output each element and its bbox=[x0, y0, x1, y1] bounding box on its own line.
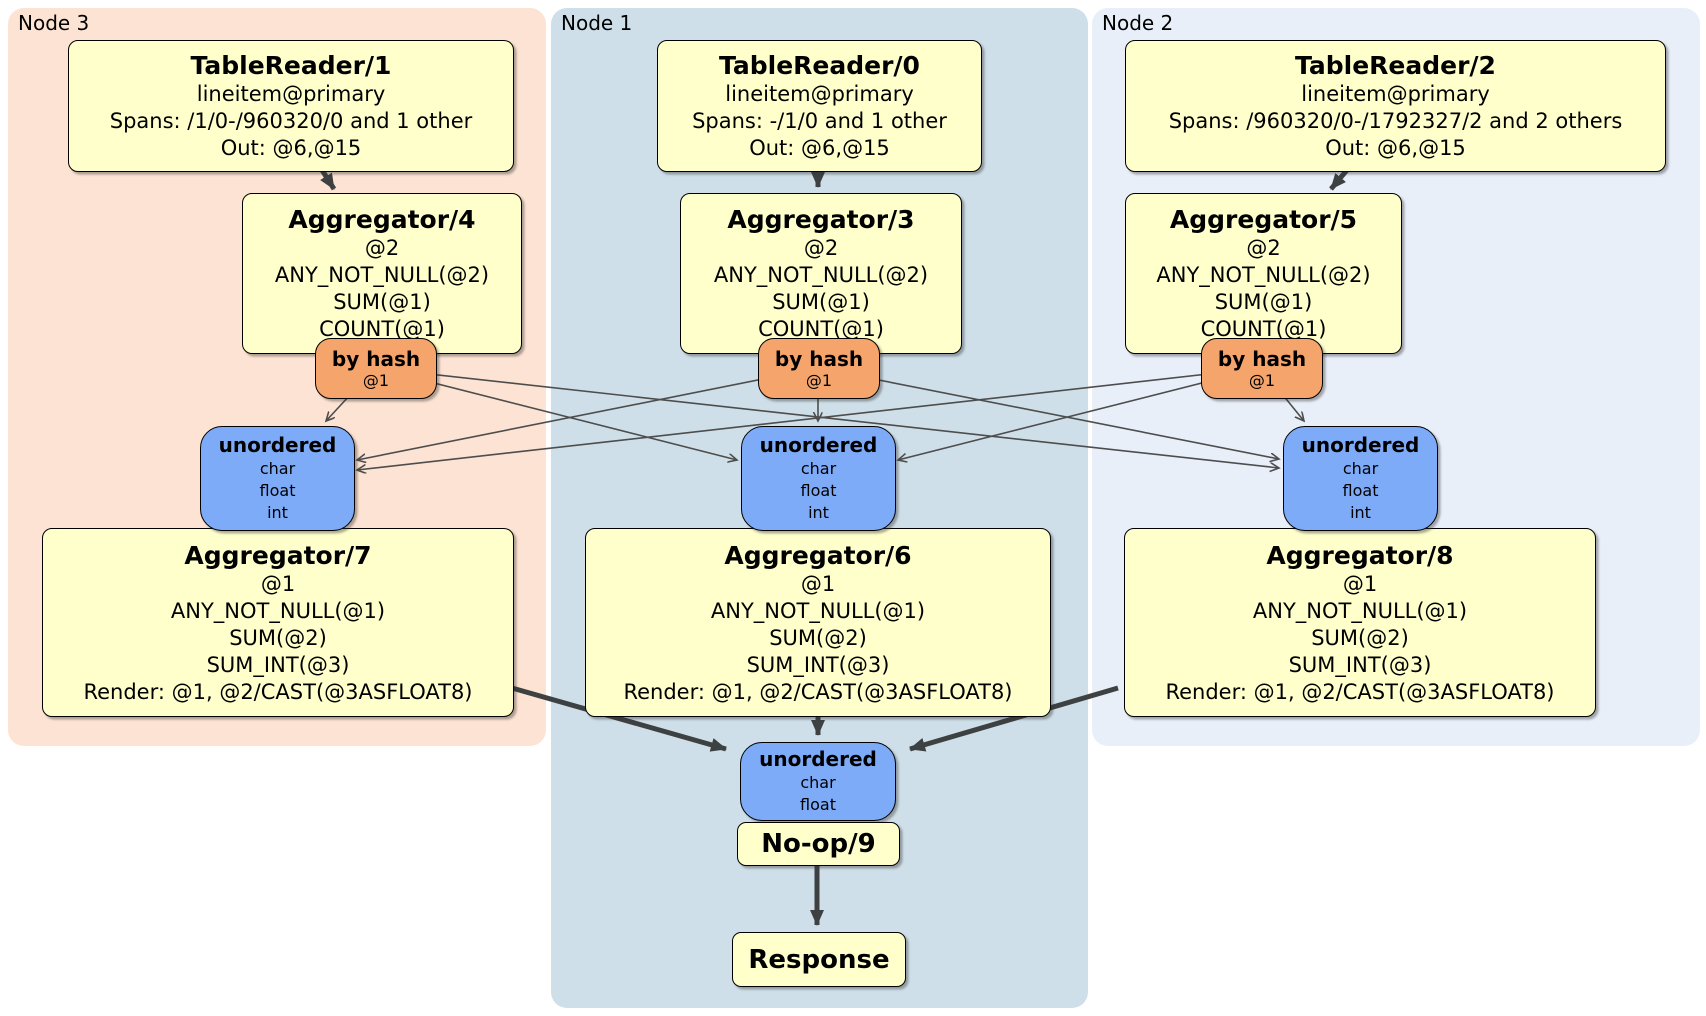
edge-hash3-sync2 bbox=[374, 367, 1279, 468]
edge-reader1-agg4 bbox=[319, 168, 337, 191]
card-line: Render: @1, @2/CAST(@3ASFLOAT8) bbox=[83, 679, 473, 704]
card-line: SUM(@2) bbox=[1311, 625, 1409, 650]
card-title: Aggregator/3 bbox=[727, 205, 915, 234]
sync-title: unordered bbox=[1301, 433, 1420, 457]
card-line: Spans: -/1/0 and 1 other bbox=[692, 109, 947, 133]
card-line: SUM_INT(@3) bbox=[206, 652, 350, 677]
sync-line: char bbox=[1342, 459, 1379, 478]
sync-node3: unordered char float int bbox=[200, 426, 355, 531]
card-line: COUNT(@1) bbox=[319, 317, 445, 341]
noop-card: No-op/9 bbox=[737, 822, 900, 866]
sync-line: float bbox=[800, 795, 836, 814]
card-line: lineitem@primary bbox=[725, 82, 914, 106]
card-line: @2 bbox=[1246, 236, 1281, 260]
card-title: TableReader/1 bbox=[190, 51, 392, 80]
sync-node2: unordered char float int bbox=[1283, 426, 1438, 531]
card-line: COUNT(@1) bbox=[758, 317, 884, 341]
card-line: ANY_NOT_NULL(@2) bbox=[1156, 263, 1371, 287]
aggregator-7-card: Aggregator/7 @1 ANY_NOT_NULL(@1) SUM(@2)… bbox=[42, 528, 514, 717]
card-title: TableReader/2 bbox=[1295, 51, 1496, 80]
card-line: ANY_NOT_NULL(@1) bbox=[1252, 598, 1468, 623]
sync-line: char bbox=[800, 773, 836, 792]
sync-title: unordered bbox=[759, 747, 877, 771]
node1-label: Node 1 bbox=[561, 11, 633, 35]
edge-hash1-sync3 bbox=[357, 367, 819, 460]
card-title: Aggregator/7 bbox=[184, 540, 372, 570]
card-title: Aggregator/5 bbox=[1169, 205, 1358, 234]
aggregator-8-card: Aggregator/8 @1 ANY_NOT_NULL(@1) SUM(@2)… bbox=[1124, 528, 1596, 717]
sync-node1: unordered char float int bbox=[741, 426, 896, 531]
router-key: @1 bbox=[805, 370, 833, 390]
card-line: Render: @1, @2/CAST(@3ASFLOAT8) bbox=[623, 679, 1013, 704]
card-line: Spans: /960320/0-/1792327/2 and 2 others bbox=[1168, 109, 1623, 133]
sync-line: char bbox=[259, 459, 296, 478]
card-line: SUM(@1) bbox=[333, 290, 431, 314]
aggregator-6-card: Aggregator/6 @1 ANY_NOT_NULL(@1) SUM(@2)… bbox=[585, 528, 1051, 717]
tablereader-0-card: TableReader/0 lineitem@primary Spans: -/… bbox=[657, 40, 982, 172]
card-title: TableReader/0 bbox=[719, 51, 920, 80]
node3-label: Node 3 bbox=[18, 11, 90, 35]
tablereader-2-card: TableReader/2 lineitem@primary Spans: /9… bbox=[1125, 40, 1666, 172]
hash-router-node3: by hash @1 bbox=[315, 338, 437, 399]
card-line: SUM(@2) bbox=[769, 625, 867, 650]
card-line: SUM_INT(@3) bbox=[746, 652, 890, 677]
sync-line: int bbox=[808, 503, 829, 522]
sync-final: unordered char float bbox=[740, 742, 896, 821]
tablereader-1-card: TableReader/1 lineitem@primary Spans: /1… bbox=[68, 40, 514, 172]
aggregator-4-card: Aggregator/4 @2 ANY_NOT_NULL(@2) SUM(@1)… bbox=[242, 193, 522, 354]
card-line: SUM(@2) bbox=[229, 625, 327, 650]
router-title: by hash bbox=[1217, 346, 1307, 371]
hash-router-node1: by hash @1 bbox=[758, 338, 880, 399]
edge-hash1-sync2 bbox=[817, 367, 1279, 459]
card-line: @1 bbox=[260, 571, 296, 596]
card-line: SUM(@1) bbox=[772, 290, 870, 314]
router-title: by hash bbox=[774, 346, 864, 371]
card-line: ANY_NOT_NULL(@2) bbox=[713, 263, 929, 287]
edge-hash2-sync3 bbox=[357, 367, 1262, 470]
sync-line: float bbox=[259, 481, 296, 500]
card-line: @1 bbox=[1342, 571, 1378, 596]
card-line: SUM(@1) bbox=[1214, 290, 1313, 314]
card-line: ANY_NOT_NULL(@2) bbox=[274, 263, 490, 287]
card-title: Aggregator/6 bbox=[724, 540, 912, 570]
card-line: Out: @6,@15 bbox=[220, 136, 362, 160]
router-title: by hash bbox=[331, 346, 421, 371]
card-title: Aggregator/8 bbox=[1266, 540, 1454, 570]
aggregator-5-card: Aggregator/5 @2 ANY_NOT_NULL(@2) SUM(@1)… bbox=[1125, 193, 1402, 354]
card-line: ANY_NOT_NULL(@1) bbox=[170, 598, 386, 623]
card-title: Aggregator/4 bbox=[288, 205, 476, 234]
sync-line: int bbox=[1350, 503, 1371, 522]
card-line: @2 bbox=[803, 236, 839, 260]
edge-agg8-finalsync bbox=[909, 685, 1119, 752]
edge-hash2-sync1 bbox=[898, 367, 1262, 460]
sync-title: unordered bbox=[218, 433, 337, 457]
card-line: Out: @6,@15 bbox=[749, 136, 890, 160]
card-line: COUNT(@1) bbox=[1200, 317, 1327, 341]
card-line: @1 bbox=[800, 571, 836, 596]
sync-title: unordered bbox=[759, 433, 878, 457]
card-line: Spans: /1/0-/960320/0 and 1 other bbox=[109, 109, 473, 133]
edge-agg7-finalsync bbox=[511, 685, 727, 752]
card-line: lineitem@primary bbox=[196, 82, 386, 106]
card-line: lineitem@primary bbox=[1301, 82, 1490, 106]
router-key: @1 bbox=[362, 370, 390, 390]
node2-label: Node 2 bbox=[1102, 11, 1174, 35]
card-line: @2 bbox=[364, 236, 400, 260]
card-line: Out: @6,@15 bbox=[1325, 136, 1466, 160]
sync-line: float bbox=[800, 481, 837, 500]
card-line: ANY_NOT_NULL(@1) bbox=[710, 598, 926, 623]
card-line: SUM_INT(@3) bbox=[1288, 652, 1432, 677]
hash-router-node2: by hash @1 bbox=[1201, 338, 1323, 399]
sync-line: char bbox=[800, 459, 837, 478]
sync-line: float bbox=[1342, 481, 1379, 500]
edge-reader2-agg5 bbox=[1329, 168, 1349, 191]
card-line: Render: @1, @2/CAST(@3ASFLOAT8) bbox=[1165, 679, 1555, 704]
response-card: Response bbox=[732, 932, 906, 987]
router-key: @1 bbox=[1248, 370, 1276, 390]
aggregator-3-card: Aggregator/3 @2 ANY_NOT_NULL(@2) SUM(@1)… bbox=[680, 193, 962, 354]
sync-line: int bbox=[267, 503, 288, 522]
